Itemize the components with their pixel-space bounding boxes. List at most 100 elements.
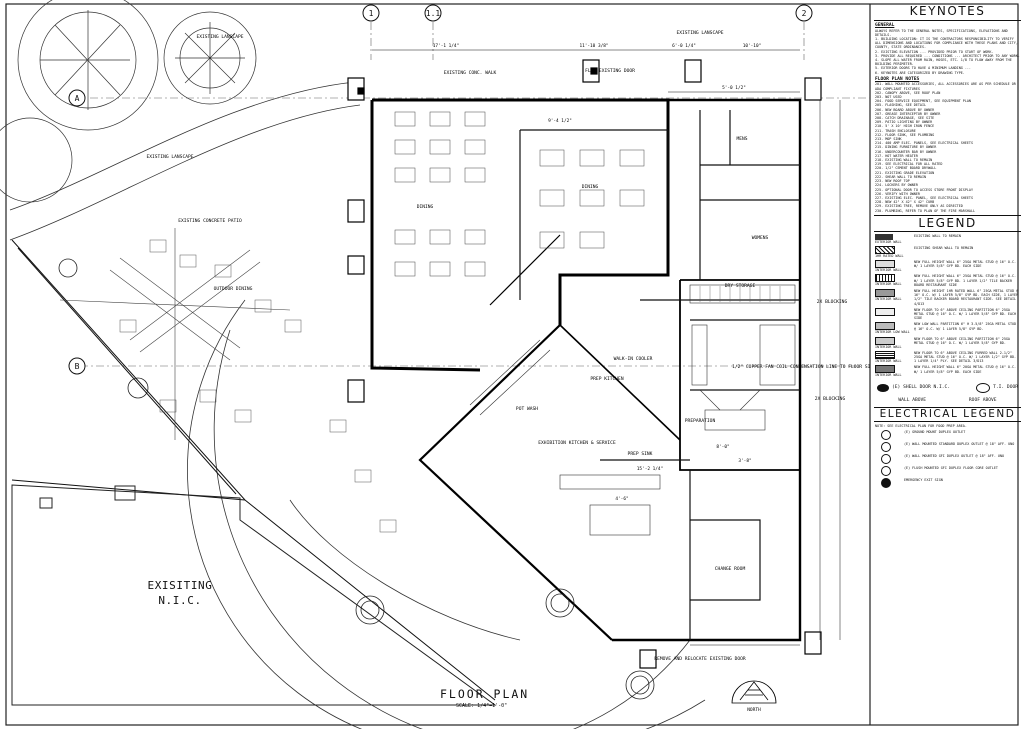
legend-swatch: [875, 322, 895, 331]
outlet-symbol-icon: [881, 454, 891, 465]
legend-text: NEW FLOOR TO 6" ABOVE CEILING FURRED WAL…: [914, 350, 1019, 364]
legend-item: EXTERIOR WALL EXISTING WALL TO REMAIN: [875, 233, 1020, 244]
legend-tag: INTERIOR WALL: [875, 268, 902, 273]
door-legend: (E) SHELL DOOR N.I.C. T.I. DOOR: [871, 380, 1024, 396]
legend-swatch: [875, 336, 895, 345]
north-arrow: [731, 680, 777, 704]
electrical-item-label: (E) WALL MOUNTED GFI DUPLEX OUTLET @ 18"…: [904, 454, 1005, 459]
existing-nic-line-1: EXISITING: [147, 579, 213, 592]
building-walls: [370, 98, 802, 642]
legend-swatch: [875, 245, 895, 254]
keynotes-floor-heading: FLOOR PLAN NOTES: [875, 76, 920, 82]
roof-above-label: ROOF ABOVE: [968, 397, 997, 403]
electrical-note: NOTE: SEE ELECTRICAL PLAN FOR FOOD PREP …: [875, 424, 967, 429]
grid-label-a: A: [75, 94, 80, 103]
landscape-trees: [0, 0, 257, 203]
plan-title: FLOOR PLAN: [440, 687, 530, 701]
legend-swatch: [875, 350, 895, 359]
legend-tag: INTERIOR WALL: [875, 282, 902, 287]
outlet-symbol-icon: [881, 442, 891, 453]
legend-text: NEW FULL HEIGHT 1HR RATED WALL 6" 25GA M…: [914, 288, 1021, 306]
dimension-lines: [372, 49, 841, 646]
legend-swatch: [875, 288, 895, 297]
legend-tag: 1HR RATED WALL: [875, 253, 904, 258]
legend-item: INTERIOR WALL NEW FULL HEIGHT 1HR RATED W…: [875, 288, 1021, 306]
legend-text: NEW FLOOR TO 6" ABOVE CEILING PARTITION …: [914, 336, 1012, 345]
legend-item: INTERIOR WALL NEW FULL HEIGHT WALL 6" 25G…: [875, 274, 1020, 287]
outlet-symbol-icon: [881, 478, 891, 489]
interior-walls: [519, 110, 800, 640]
grid-label-2: 2: [802, 9, 807, 18]
legend-tag: INTERIOR WALL: [875, 358, 902, 363]
electrical-item-label: EMERGENCY EXIT SIGN: [904, 478, 943, 483]
legend-tag: INTERIOR WALL: [875, 344, 902, 349]
legend-text: NEW FLOOR TO 6" ABOVE CEILING PARTITION …: [914, 307, 1019, 321]
legend-text: NEW LOW WALL PARTITION 6" H 3-5/8" 25GA …: [914, 322, 1019, 331]
legend-title: LEGEND: [918, 215, 977, 230]
legend-swatch: [875, 274, 895, 283]
keynotes-general-text: ALWAYS REFER TO THE GENERAL NOTES, SPECI…: [875, 28, 1020, 75]
legend-item: INTERIOR LOW WALL NEW LOW WALL PARTITION …: [875, 322, 1020, 334]
electrical-item: (E) WALL MOUNTED STANDARD DUPLEX OUTLET …: [875, 442, 1020, 453]
patio-boundary: [11, 239, 496, 701]
electrical-item: EMERGENCY EXIT SIGN: [875, 478, 1020, 489]
shell-door-label: (E) SHELL DOOR N.I.C.: [892, 384, 951, 390]
legend-tag: EXTERIOR WALL: [875, 239, 902, 244]
legend-text: EXISTING WALL TO REMAIN: [914, 233, 961, 238]
legend-item: INTERIOR WALL NEW FLOOR TO 6" ABOVE CEILI…: [875, 350, 1020, 364]
wall-above-label: WALL ABOVE: [898, 397, 927, 403]
electrical-item-label: (E) WALL MOUNTED STANDARD DUPLEX OUTLET …: [904, 442, 1015, 447]
legend-item: INTERIOR WALL NEW FLOOR TO 6" ABOVE CEILI…: [875, 336, 1020, 349]
north-label: NORTH: [747, 707, 761, 713]
electrical-item-label: (E) FLUSH MOUNTED GFI DUPLEX FLOOR CORE …: [904, 466, 998, 471]
legend-tag: INTERIOR WALL: [875, 296, 902, 301]
ti-door-symbol: [976, 382, 991, 393]
storage-shelving: [699, 286, 781, 302]
keynotes-floor-text: 201. WALL MOUNTED ACCESSORIES, ALL ACCES…: [875, 82, 1016, 213]
grid-lines: [80, 22, 870, 367]
grid-bubbles: [68, 4, 813, 375]
legend-swatch: [875, 307, 895, 316]
outlet-symbol-icon: [881, 466, 891, 477]
legend-text: NEW FULL HEIGHT WALL 6" 20GA METAL STUD …: [914, 365, 1019, 374]
sheet-border: [5, 3, 1019, 726]
plan-scale: SCALE: 1/4"=1'-0": [456, 703, 508, 709]
existing-nic-label: EXISITING N.I.C.: [130, 578, 230, 608]
electrical-item: (E) WALL MOUNTED GFI DUPLEX OUTLET @ 18"…: [875, 454, 1020, 465]
legend-list: EXTERIOR WALL EXISTING WALL TO REMAIN 1HR …: [871, 233, 1024, 378]
outdoor-tables: [119, 239, 397, 533]
existing-nic-region: [11, 484, 497, 706]
legend-item: NEW FLOOR TO 6" ABOVE CEILING PARTITION …: [875, 307, 1020, 321]
trellis: [59, 228, 291, 440]
columns: [347, 59, 822, 669]
planters: [58, 258, 655, 700]
legend-item: INTERIOR WALL NEW FULL HEIGHT WALL 6" 25G…: [875, 260, 1020, 272]
notes-sidebar: KEYNOTES GENERAL ALWAYS REFER TO THE GEN…: [871, 0, 1024, 729]
keynotes-general-heading: GENERAL: [875, 23, 895, 28]
kitchen-equipment: [469, 284, 796, 536]
shell-door-symbol: [877, 383, 889, 392]
legend-item: 1HR RATED WALL EXISTING SHEAR WALL TO REM…: [875, 245, 1020, 258]
legend-tag: INTERIOR LOW WALL: [875, 330, 910, 335]
legend-swatch: [875, 233, 893, 240]
ti-door-label: T.I. DOOR: [993, 384, 1018, 390]
legend-tag: INTERIOR WALL: [875, 373, 902, 378]
legend-text: NEW FULL HEIGHT WALL 6" 25GA METAL STUD …: [914, 260, 1019, 269]
electrical-item: (E) FLUSH MOUNTED GFI DUPLEX FLOOR CORE …: [875, 466, 1020, 477]
above-legend: WALL ABOVE ROOF ABOVE: [871, 396, 1024, 406]
legend-text: EXISTING SHEAR WALL TO REMAIN: [914, 245, 974, 250]
grid-label-b: B: [75, 362, 80, 371]
grid-label-1-1: 1.1: [426, 9, 441, 18]
dining-tables: [394, 111, 645, 277]
legend-text: NEW FULL HEIGHT WALL 6" 25GA METAL STUD …: [914, 274, 1019, 287]
site-curves: [9, 81, 706, 733]
keynotes-title: KEYNOTES: [909, 4, 986, 18]
legend-swatch: [875, 365, 895, 374]
electrical-item-label: (E) GROUND MOUNT DUPLEX OUTLET: [904, 430, 966, 435]
grid-label-1: 1: [369, 9, 374, 18]
legend-item: INTERIOR WALL NEW FULL HEIGHT WALL 6" 20G…: [875, 365, 1020, 377]
existing-nic-line-2: N.I.C.: [158, 594, 202, 607]
electrical-item: (E) GROUND MOUNT DUPLEX OUTLET: [875, 430, 1020, 441]
